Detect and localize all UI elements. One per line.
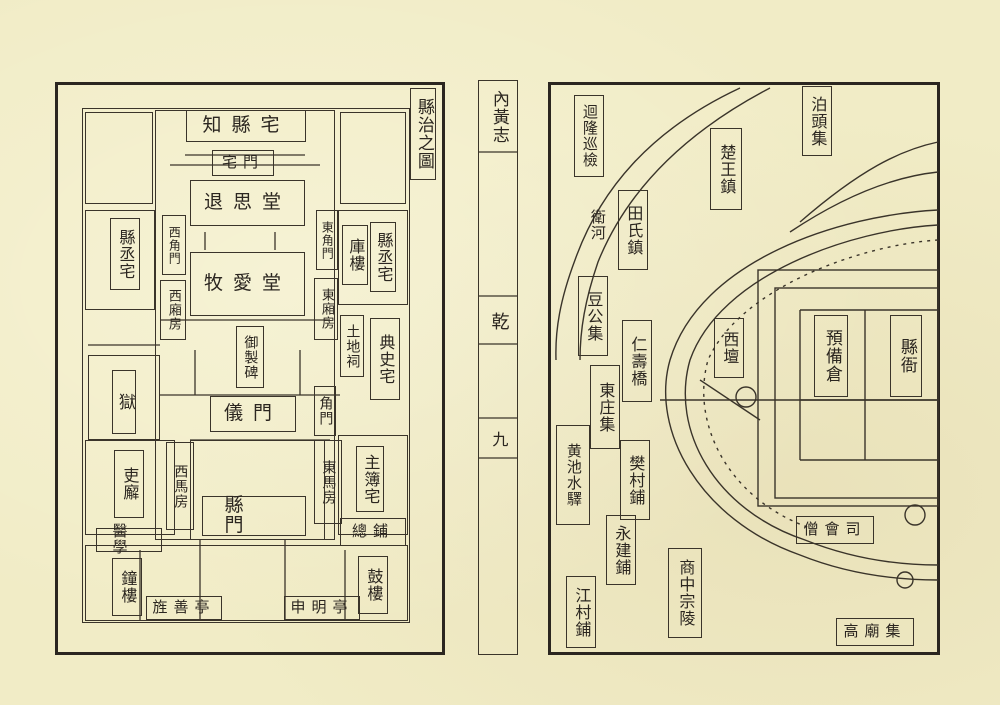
book-title: 內黃志 bbox=[488, 90, 509, 144]
label-bell-tower: 鐘樓 bbox=[112, 558, 142, 616]
east-block bbox=[338, 210, 408, 305]
label-yongjian-shop: 永建鋪 bbox=[606, 515, 636, 585]
label-chuwang-town: 楚王鎮 bbox=[710, 128, 742, 210]
label-vice-magistrate-east: 縣丞宅 bbox=[370, 222, 396, 292]
label-registrar-residence: 主簿宅 bbox=[356, 446, 384, 512]
label-renshou-bridge: 仁壽橋 bbox=[622, 320, 652, 402]
label-law-pavilion: 旌善亭 bbox=[146, 596, 222, 620]
label-fancun-shop: 樊村鋪 bbox=[620, 440, 650, 520]
label-imperial-stele: 御製碑 bbox=[236, 326, 264, 388]
label-huilong-inspection: 迴隆巡檢 bbox=[574, 95, 604, 177]
label-tuisi-hall: 退思堂 bbox=[190, 180, 305, 226]
label-gaomiao-market: 高廟集 bbox=[836, 618, 914, 646]
label-huangchishui-post: 黄池水驛 bbox=[556, 425, 590, 525]
label-ceremonial-gate: 儀門 bbox=[210, 396, 296, 432]
gutter-strip bbox=[478, 80, 518, 655]
label-county-office: 縣衙 bbox=[890, 315, 922, 397]
label-west-altar: 西壇 bbox=[714, 318, 744, 378]
label-muai-hall: 牧愛堂 bbox=[190, 252, 305, 316]
label-east-corner-gate-south: 角門 bbox=[314, 386, 336, 436]
label-tianshi-town: 田氏鎮 bbox=[618, 190, 648, 270]
label-general-shop: 總鋪 bbox=[340, 518, 406, 546]
southeast-yard bbox=[338, 435, 408, 535]
label-medical-school: 醫學 bbox=[96, 523, 162, 555]
left-map-title: 縣治之圖 bbox=[410, 88, 436, 180]
east-yard bbox=[340, 112, 406, 204]
volume-mark: 乾 bbox=[488, 311, 510, 331]
page-number: 九 bbox=[489, 430, 509, 448]
label-dongzhuang-market: 東庄集 bbox=[590, 365, 620, 449]
west-yard bbox=[85, 112, 153, 204]
label-douggong-market: 豆公集 bbox=[578, 276, 608, 356]
label-shenming-pavilion: 申明亭 bbox=[284, 596, 360, 620]
label-clerks-office: 吏廨 bbox=[114, 450, 144, 518]
jail-yard bbox=[88, 355, 160, 440]
label-east-corner-gate: 東角門 bbox=[316, 210, 338, 270]
southwest-yard bbox=[85, 440, 175, 535]
label-west-stable: 西馬房 bbox=[166, 442, 194, 530]
label-drum-tower: 鼓樓 bbox=[358, 556, 388, 614]
label-magistrate-residence: 知縣宅 bbox=[186, 110, 306, 142]
label-monk-registry: 僧會司 bbox=[796, 516, 874, 544]
left-map-frame bbox=[55, 82, 445, 655]
label-west-wing: 西廂房 bbox=[160, 280, 186, 340]
label-residence-gate: 宅門 bbox=[212, 150, 274, 176]
south-front bbox=[85, 545, 408, 621]
label-weihe-river: 衛河 bbox=[588, 209, 607, 241]
label-storehouse: 庫樓 bbox=[342, 225, 368, 285]
label-earth-god-shrine: 土地祠 bbox=[340, 315, 364, 377]
label-east-stable: 東馬房 bbox=[314, 440, 342, 524]
label-bozhou-market: 泊頭集 bbox=[802, 86, 832, 156]
label-east-wing: 東廂房 bbox=[314, 278, 338, 340]
left-inner-outline bbox=[82, 108, 410, 623]
label-jail: 獄 bbox=[112, 370, 136, 434]
west-block bbox=[85, 210, 155, 310]
label-west-corner-gate: 西角門 bbox=[162, 215, 186, 275]
label-jiangcun-shop: 江村鋪 bbox=[566, 576, 596, 648]
label-vice-magistrate-west: 縣丞宅 bbox=[110, 218, 140, 290]
label-granary: 預備倉 bbox=[814, 315, 848, 397]
label-clerk-residence: 典史宅 bbox=[370, 318, 400, 400]
label-shangzhong-tomb: 商中宗陵 bbox=[668, 548, 702, 638]
label-county-gate: 縣門 bbox=[202, 495, 306, 536]
